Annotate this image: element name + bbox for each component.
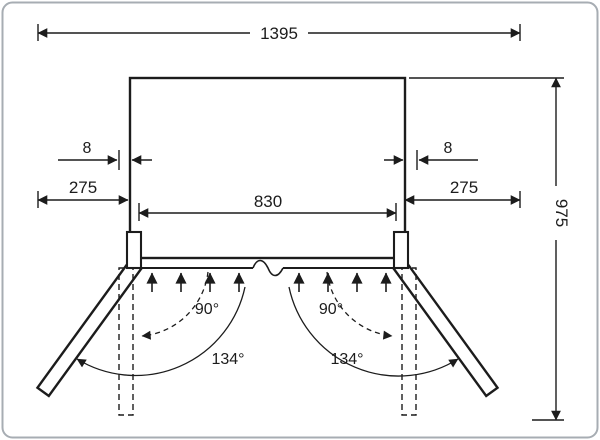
break-squiggle-icon (252, 259, 284, 277)
angle-134-right-label: 134° (330, 351, 363, 368)
front-plane-line (141, 259, 395, 277)
inner-width-label: 830 (254, 192, 282, 211)
door-offset-left-label: 8 (83, 140, 92, 157)
swing-arcs-90: 90° 90° (141, 271, 393, 340)
door-offset-right-label: 8 (444, 140, 453, 157)
left-134-arc (76, 286, 246, 377)
right-hinge (392, 230, 410, 270)
dim-overall-width: 1395 (37, 23, 521, 43)
left-clearance-label: 275 (69, 178, 97, 197)
right-134-arc (288, 286, 459, 377)
dim-door-offset-right: 8 (384, 140, 478, 170)
front-direction-arrows (146, 272, 392, 292)
angle-90-left-label: 90° (195, 301, 219, 318)
angle-134-left-label: 134° (211, 351, 244, 368)
dim-depth: 975 (409, 77, 571, 421)
depth-label: 975 (552, 199, 571, 227)
overall-width-label: 1395 (260, 24, 298, 43)
cabinet-outline (128, 76, 407, 260)
left-hinge (125, 230, 143, 270)
left-90-arc (141, 271, 209, 340)
swing-arcs-134: 134° 134° (76, 286, 459, 377)
dim-right-clearance: 275 (404, 178, 521, 208)
angle-90-right-label: 90° (319, 301, 343, 318)
right-90-arc (326, 271, 393, 340)
dim-left-clearance: 275 (37, 178, 129, 208)
right-clearance-label: 275 (450, 178, 478, 197)
hinges (125, 230, 410, 270)
dim-door-offset-left: 8 (58, 140, 152, 170)
dim-inner-width: 830 (138, 192, 397, 221)
